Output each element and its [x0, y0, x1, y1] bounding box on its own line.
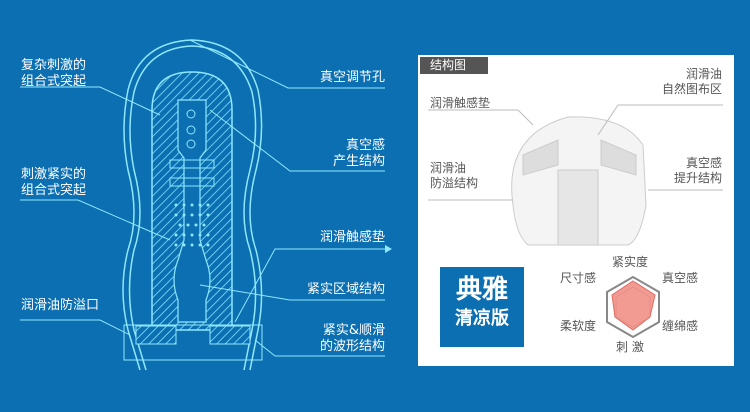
- label-tight-zone: 紧实区域结构: [306, 282, 385, 297]
- label-lube-outlet: 润滑油防溢口: [21, 298, 100, 313]
- label-lube-pad-panel: 润滑触感垫: [430, 96, 491, 110]
- radar-axis-label: 尺寸感: [560, 271, 597, 285]
- product-cross-section-diagram: [20, 39, 392, 371]
- edition-badge: 典雅清凉版: [440, 267, 524, 347]
- panel-tab: 结构图: [420, 57, 488, 74]
- radar-axis-label: 柔软度: [560, 319, 597, 333]
- radar-value-area: [611, 280, 656, 331]
- radar-axis-label: 缠绵感: [662, 319, 699, 333]
- label-complex-bumps: 复杂刺激的组合式突起: [21, 58, 87, 89]
- label-lube-pad: 润滑触感垫: [319, 230, 385, 245]
- label-tight-bumps: 刺激紧实的组合式突起: [21, 167, 87, 198]
- radar-axis-label: 刺 激: [616, 340, 644, 354]
- label-wave-structure: 紧实&顺滑的波形结构: [319, 323, 385, 354]
- label-vacuum-hole: 真空调节孔: [319, 70, 385, 85]
- radar-axis-label: 真空感: [662, 271, 699, 285]
- label-lube-zone: 润滑油自然图布区: [661, 67, 722, 96]
- radar-axis-label: 紧实度: [612, 255, 649, 269]
- label-vacuum-structure: 真空感产生结构: [332, 138, 385, 169]
- structure-panel: 结构图 润滑油自然图布区 润滑触感垫 润滑油防溢结构 真空感提升结构 典雅清凉版…: [418, 55, 734, 366]
- label-vacuum-lift: 真空感提升结构: [673, 156, 722, 185]
- structure-illustration: [428, 104, 723, 339]
- radar-chart: [606, 275, 660, 339]
- label-lube-overflow: 润滑油防溢结构: [430, 161, 479, 190]
